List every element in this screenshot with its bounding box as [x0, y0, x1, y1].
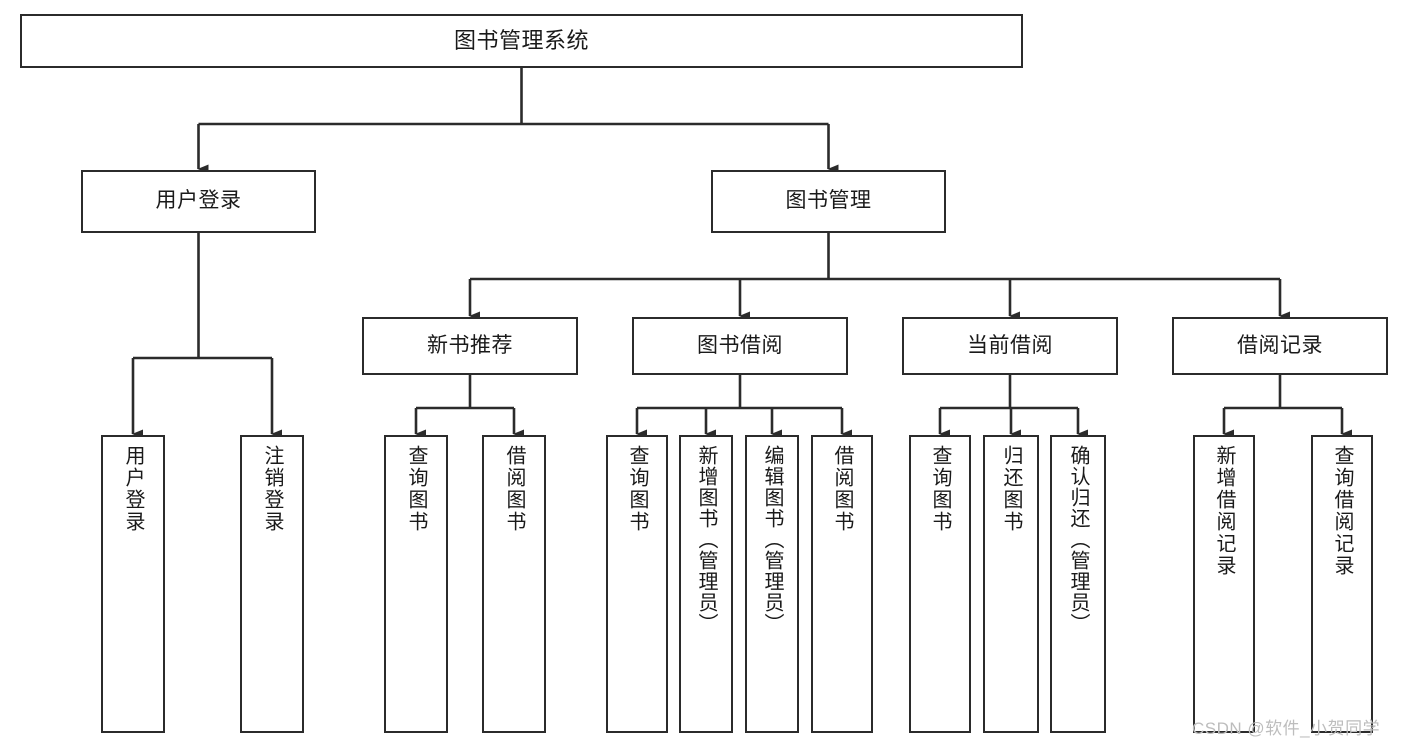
node-leaf-confirm-return[interactable]: 确认归还（管理员）: [1050, 435, 1106, 733]
watermark: CSDN @软件_小贺同学: [1192, 719, 1381, 738]
node-leaf-borrow-book-2[interactable]: 借阅图书: [811, 435, 873, 733]
node-leaf-edit-book[interactable]: 编辑图书（管理员）: [745, 435, 799, 733]
node-leaf-user-login[interactable]: 用户登录: [101, 435, 165, 733]
node-book-manage-label: 图书管理: [785, 189, 872, 213]
node-user-login-label: 用户登录: [155, 189, 242, 213]
node-leaf-query-book-3-label: 查询图书: [929, 445, 951, 533]
node-leaf-query-record-label: 查询借阅记录: [1331, 445, 1353, 577]
node-new-book-recommend[interactable]: 新书推荐: [362, 317, 578, 375]
node-new-book-recommend-label: 新书推荐: [427, 333, 513, 357]
node-borrow-record-label: 借阅记录: [1237, 333, 1323, 357]
node-borrow-record[interactable]: 借阅记录: [1172, 317, 1388, 375]
node-book-borrow-label: 图书借阅: [697, 333, 783, 357]
node-current-borrow-label: 当前借阅: [967, 333, 1053, 357]
node-leaf-return-book-label: 归还图书: [1000, 445, 1022, 533]
node-leaf-return-book[interactable]: 归还图书: [983, 435, 1039, 733]
node-leaf-query-book-1-label: 查询图书: [405, 445, 427, 533]
node-leaf-add-record-label: 新增借阅记录: [1213, 445, 1235, 577]
node-leaf-confirm-return-label: 确认归还（管理员）: [1067, 445, 1089, 634]
node-book-manage[interactable]: 图书管理: [711, 170, 946, 233]
node-leaf-edit-book-label: 编辑图书（管理员）: [761, 445, 783, 634]
node-user-login[interactable]: 用户登录: [81, 170, 316, 233]
node-root[interactable]: 图书管理系统: [20, 14, 1023, 68]
node-leaf-query-book-2-label: 查询图书: [626, 445, 648, 533]
node-leaf-borrow-book-2-label: 借阅图书: [831, 445, 853, 533]
node-leaf-borrow-book-1-label: 借阅图书: [503, 445, 525, 533]
node-leaf-query-book-2[interactable]: 查询图书: [606, 435, 668, 733]
node-leaf-user-login-label: 用户登录: [122, 445, 144, 533]
node-leaf-add-record[interactable]: 新增借阅记录: [1193, 435, 1255, 733]
node-leaf-borrow-book-1[interactable]: 借阅图书: [482, 435, 546, 733]
node-leaf-add-book-label: 新增图书（管理员）: [695, 445, 717, 634]
node-current-borrow[interactable]: 当前借阅: [902, 317, 1118, 375]
node-leaf-add-book[interactable]: 新增图书（管理员）: [679, 435, 733, 733]
node-leaf-user-logout[interactable]: 注销登录: [240, 435, 304, 733]
node-leaf-query-book-3[interactable]: 查询图书: [909, 435, 971, 733]
node-book-borrow[interactable]: 图书借阅: [632, 317, 848, 375]
node-leaf-query-book-1[interactable]: 查询图书: [384, 435, 448, 733]
node-leaf-query-record[interactable]: 查询借阅记录: [1311, 435, 1373, 733]
node-root-label: 图书管理系统: [453, 28, 589, 54]
node-leaf-user-logout-label: 注销登录: [261, 445, 283, 533]
